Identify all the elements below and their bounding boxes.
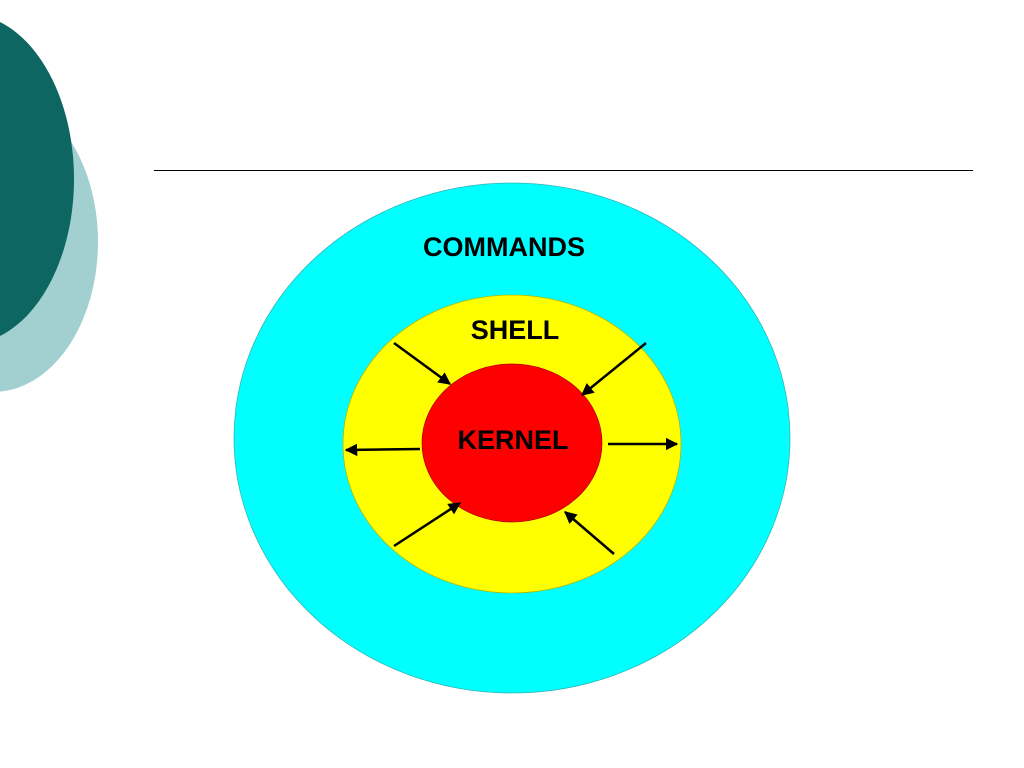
title-divider-line [154,170,973,171]
commands-label: COMMANDS [423,232,585,262]
arrow-top-left-inward [393,341,452,386]
kernel-label: KERNEL [457,425,568,455]
shell-label: SHELL [471,315,560,345]
arrow-left-outward [344,443,421,457]
kernel-layer [421,363,603,523]
arrow-top-right-inward [581,342,647,396]
arrow-bottom-right-inward [564,511,615,555]
arrow-bottom-left-inward [393,501,462,548]
